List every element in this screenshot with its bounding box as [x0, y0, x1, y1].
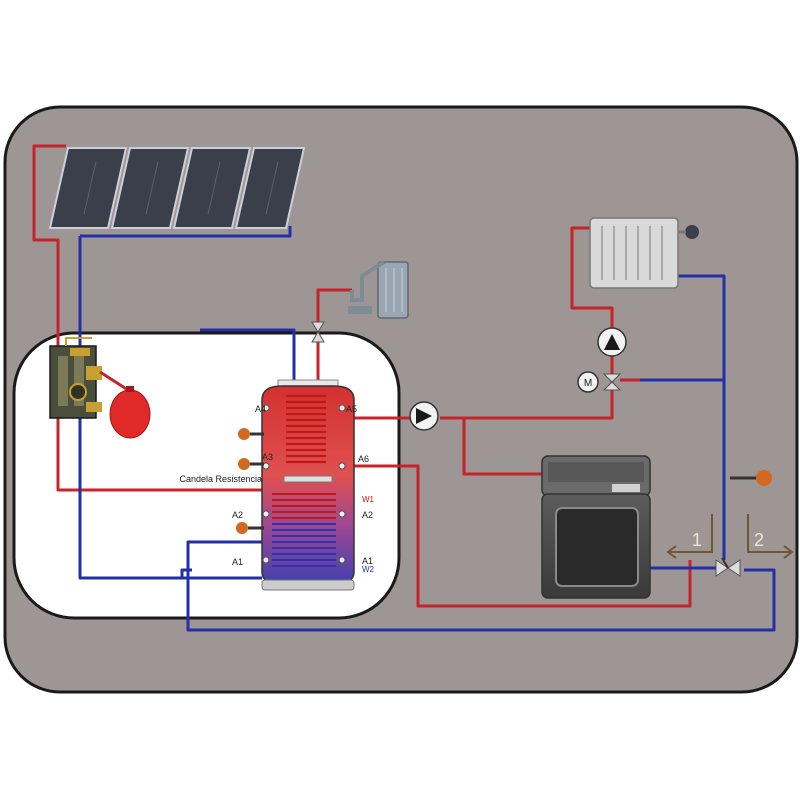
expansion-vessel-icon	[99, 370, 151, 439]
circulation-pump-icon	[409, 401, 439, 431]
valve-port-2-label: 2	[754, 530, 764, 550]
storage-tank-icon	[261, 379, 355, 591]
label-a1-left: A1	[232, 557, 243, 567]
tank-lower-hot-pipe	[344, 464, 692, 608]
circulation-pump-icon	[597, 327, 627, 357]
label-a6: A6	[358, 454, 369, 464]
valve-port-1-label: 1	[692, 530, 702, 550]
label-a1-right: A1	[362, 556, 373, 566]
label-a2-left: A2	[232, 510, 243, 520]
mixing-valve-icon: M	[577, 371, 622, 393]
label-heater: Candela Resistencia	[179, 474, 262, 484]
boiler-supply-pipe	[462, 418, 545, 476]
shower-icon	[348, 260, 409, 319]
temperature-sensor-icon	[730, 470, 772, 486]
radiator-icon	[589, 217, 699, 289]
label-a5: A5	[346, 404, 357, 414]
pump-station-icon	[49, 337, 102, 419]
boiler-icon	[541, 455, 651, 599]
radiator-supply-pipe	[440, 226, 614, 420]
label-a2-right: A2	[362, 510, 373, 520]
solar-hot-pipe	[32, 144, 262, 492]
mixing-valve-icon	[311, 321, 325, 343]
flow-arrow-icon	[666, 514, 794, 559]
label-w1: W1	[362, 495, 375, 504]
label-w2: W2	[362, 565, 375, 574]
pipe-crossover	[180, 568, 192, 578]
solar-cold-header	[80, 226, 292, 238]
mixing-valve-icon	[715, 557, 741, 577]
radiator-return-pipe	[676, 274, 726, 560]
label-a3-left: A3	[262, 452, 273, 462]
solar-collector-icon	[48, 147, 306, 229]
tank-return-pipe	[186, 540, 776, 632]
cold-water-inlet-pipe	[200, 328, 296, 385]
dhw-pipe	[316, 288, 352, 385]
motor-glyph: M	[584, 378, 592, 389]
temperature-sensor-icon	[236, 428, 264, 534]
label-a4: A4	[255, 404, 266, 414]
